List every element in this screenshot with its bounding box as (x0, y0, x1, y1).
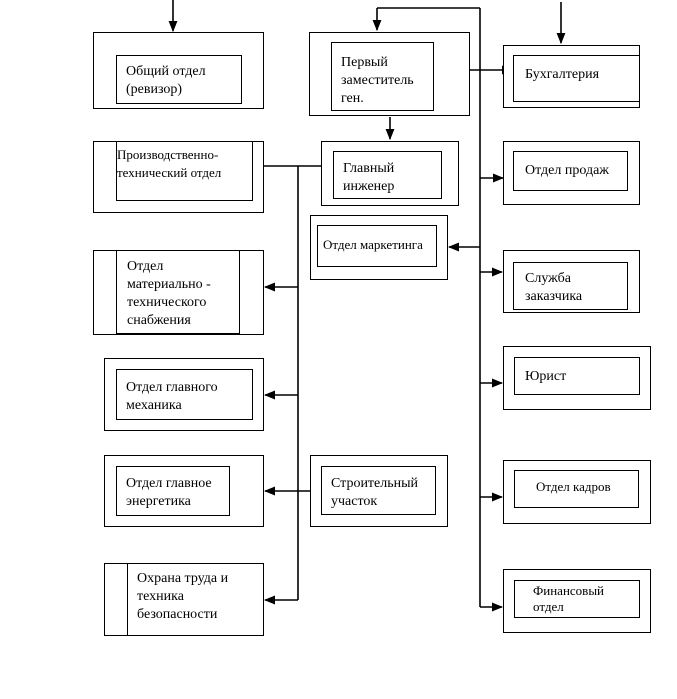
safety-inner (127, 563, 264, 636)
lawyer-inner (514, 357, 640, 395)
customer-service-label: Служба заказчика (525, 271, 583, 304)
hr-label: Отдел кадров (536, 479, 611, 494)
first-deputy-inner (331, 42, 434, 111)
supply-label: Отдел материально - технического снабжен… (127, 259, 211, 328)
lawyer-label: Юрист (525, 369, 567, 384)
chief-mechanic-inner (116, 369, 253, 420)
production-tech-inner (116, 141, 253, 201)
finance-inner (514, 580, 640, 618)
accounting-inner (513, 55, 640, 102)
general-dept-label: Общий отдел (ревизор) (126, 64, 206, 97)
finance-label: Финансовый отдел (533, 583, 605, 614)
construction-label: Строительный участок (331, 476, 419, 509)
chief-engineer-label: Главный инженер (343, 161, 395, 194)
chief-power-label: Отдел главное энергетика (126, 476, 212, 509)
supply-inner (116, 250, 240, 334)
sales-inner (513, 151, 628, 191)
construction-inner (321, 466, 436, 515)
marketing-inner (317, 225, 437, 267)
chief-mechanic-label: Отдел главного механика (126, 380, 218, 413)
marketing-label: Отдел маркетинга (323, 237, 423, 252)
customer-service-inner (513, 262, 628, 310)
sales-label: Отдел продаж (525, 163, 609, 178)
general-dept-inner (116, 55, 242, 104)
hr-inner (514, 470, 639, 508)
accounting-label: Бухгалтерия (525, 67, 600, 82)
chief-engineer-inner (333, 151, 442, 199)
production-tech-label: Производственно- технический отдел (117, 147, 222, 180)
safety-label: Охрана труда и техника безопасности (137, 571, 229, 622)
chief-power-inner (116, 466, 230, 516)
first-deputy-label: Первый заместитель ген. (341, 55, 414, 106)
